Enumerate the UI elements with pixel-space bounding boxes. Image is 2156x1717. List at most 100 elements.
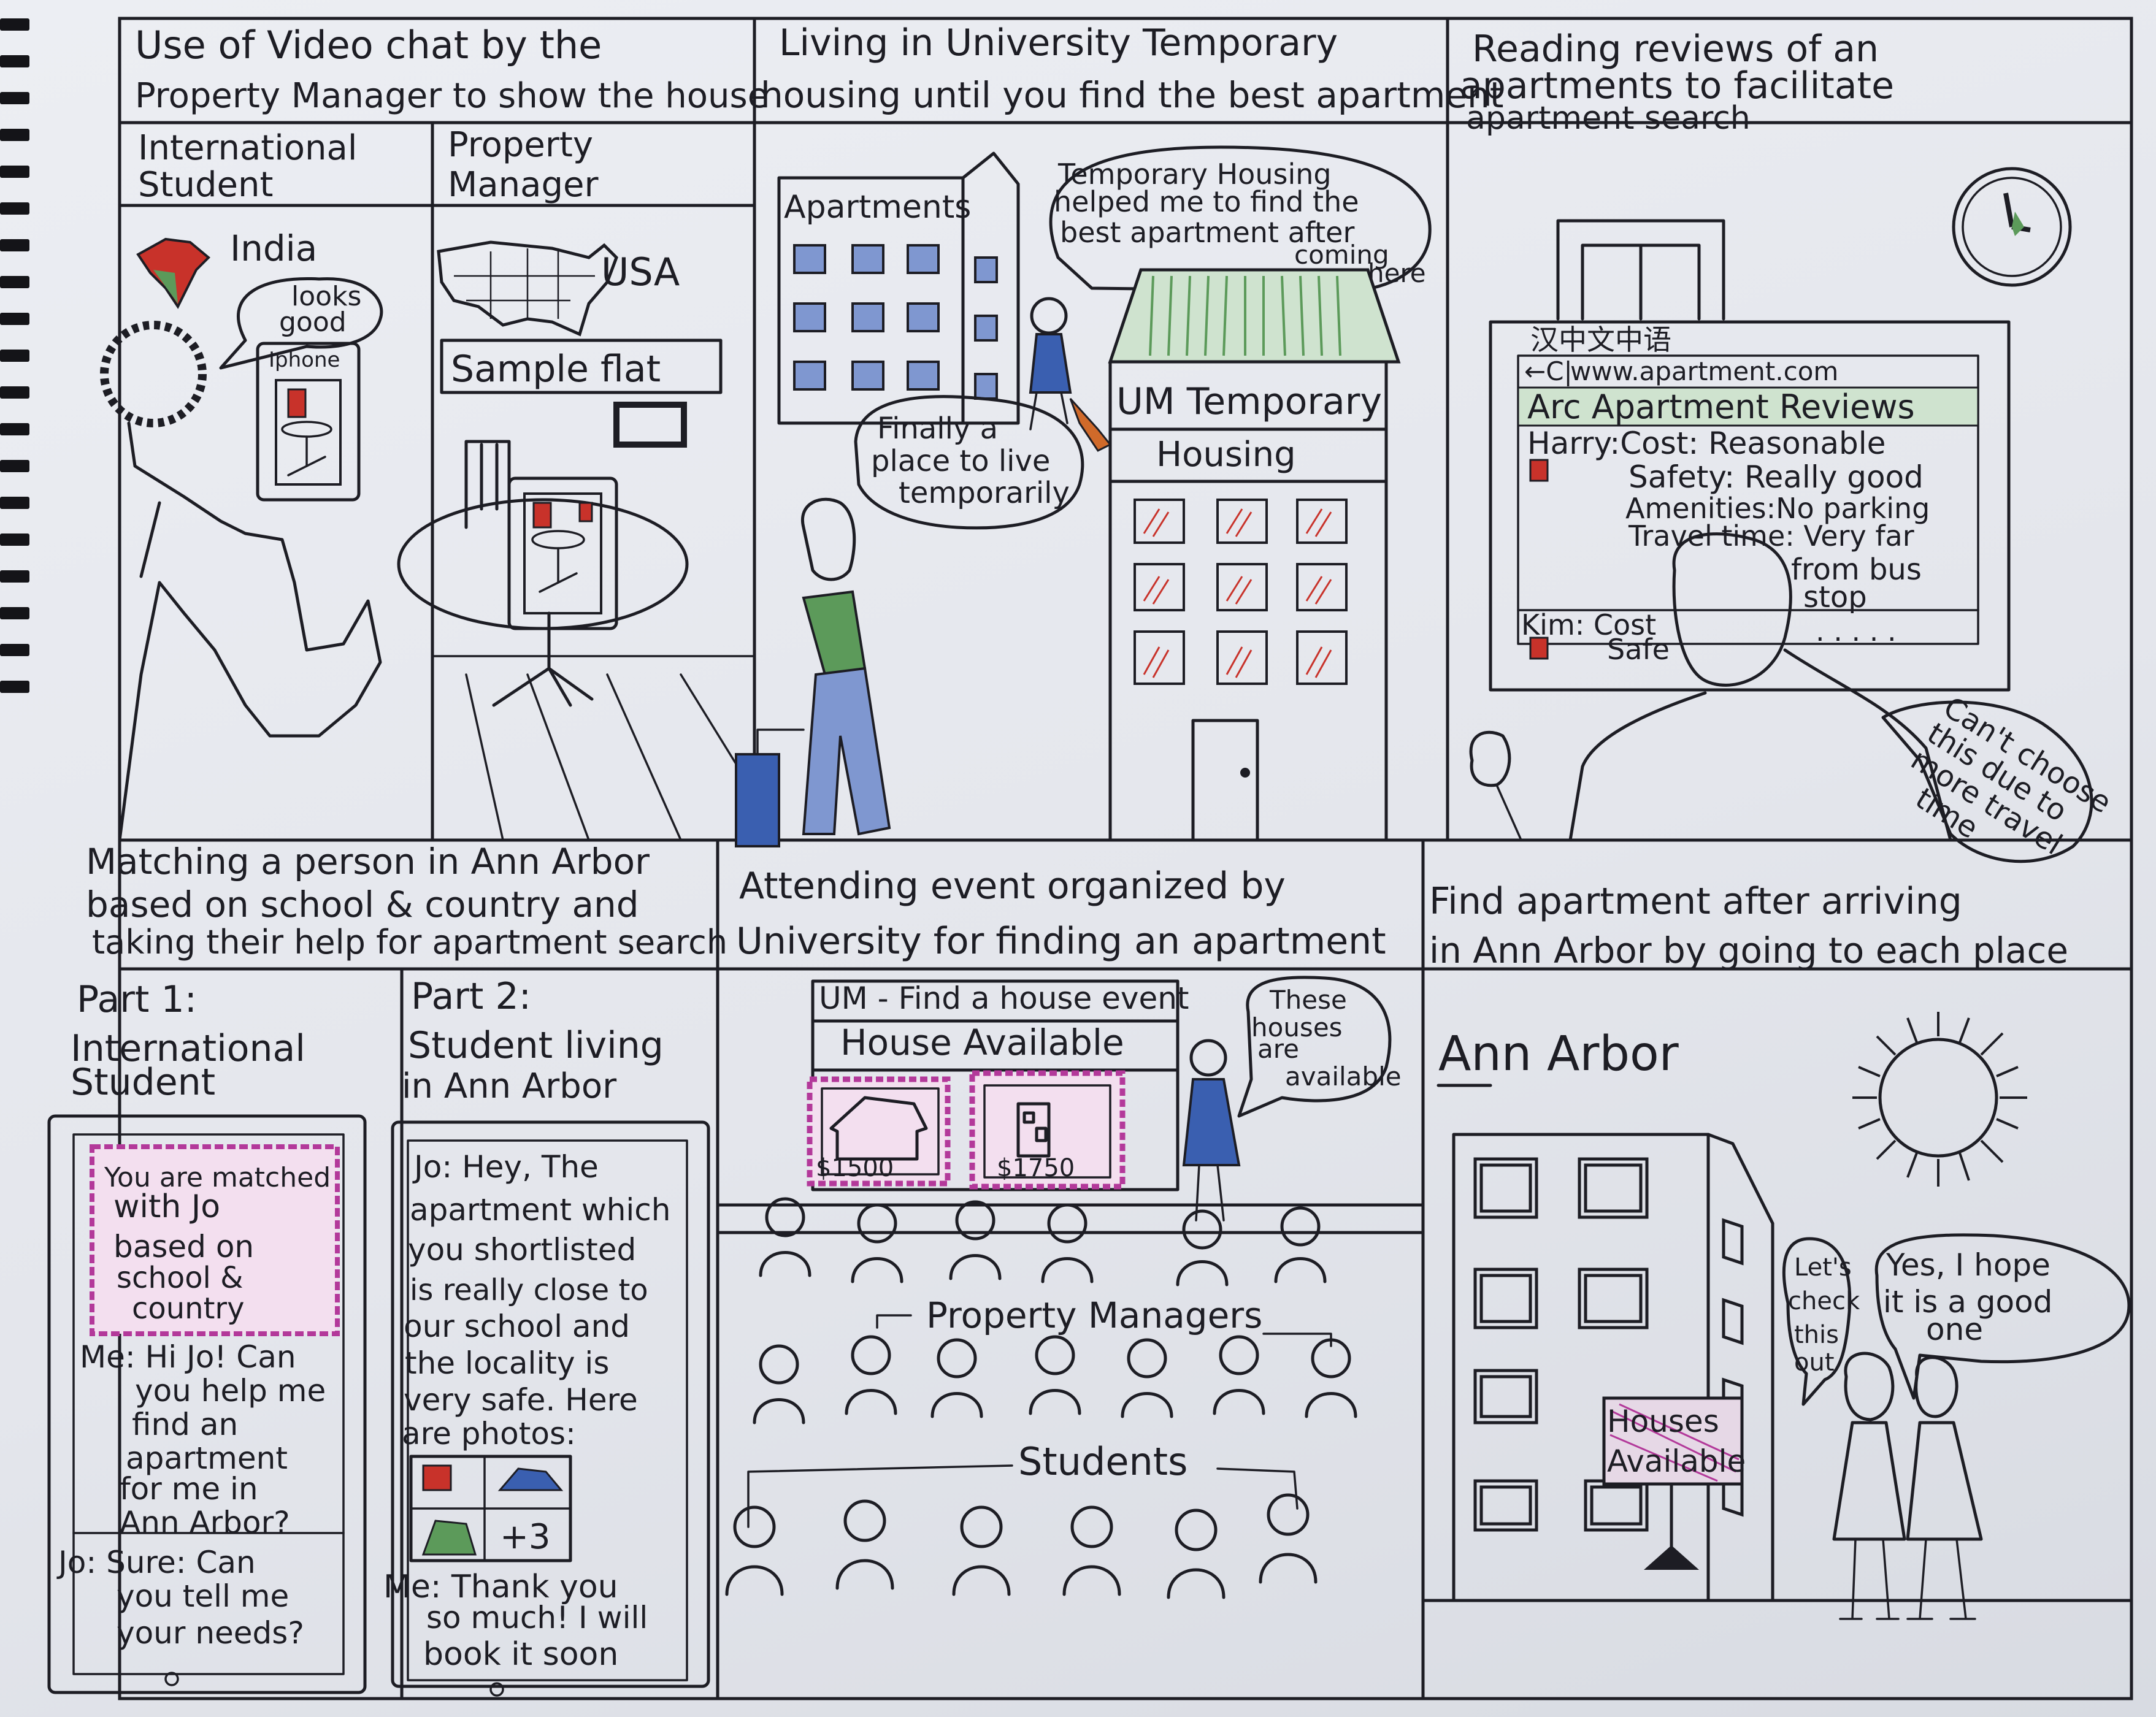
usa-map-icon (437, 240, 618, 337)
man-bubble-line3: temporarily (899, 476, 1070, 510)
more-photos-count: +3 (500, 1517, 551, 1557)
panel2-caption-line1: Living in University Temporary (779, 21, 1338, 64)
spiral-binding (0, 18, 37, 724)
panel6-caption-line2: in Ann Arbor by going to each place (1429, 930, 2068, 971)
price-listing-1: $1500 (816, 1154, 894, 1182)
student-figure (100, 321, 382, 842)
um-building-sign-line1: UM Temporary (1116, 380, 1382, 423)
chat4-line3: book it soon (423, 1636, 618, 1673)
man-bubble-line2: place to live (871, 444, 1050, 478)
houses-available-sign: Houses Available (1602, 1396, 1746, 1570)
chat1-line5: for me in (120, 1471, 258, 1507)
site-url: www.apartment.com (1570, 356, 1838, 386)
manager-header-line1: Property (448, 125, 593, 165)
walking-man (735, 497, 891, 847)
yes-i-hope-bubble (1874, 1233, 2131, 1400)
shared-photos-grid: +3 (409, 1455, 572, 1562)
panel5-caption-line2: University for finding an apartment (736, 920, 1386, 963)
door (1556, 219, 1725, 321)
phone-brand-label: Iphone (269, 348, 340, 372)
cant-choose-bubble (1881, 700, 2093, 863)
yes-i-hope-line1: Yes, I hope (1886, 1247, 2051, 1283)
panel3-caption-line2: apartments to facilitate (1460, 64, 1894, 107)
part1-line2: International (71, 1027, 305, 1070)
apartments-building: Apartments (777, 151, 1020, 425)
presenter-woman (1182, 1039, 1241, 1222)
panel-video-chat: Use of Video chat by the Property Manage… (100, 23, 769, 842)
audience-row-1 (759, 1197, 1327, 1287)
chat3-line7: very safe. Here (404, 1382, 638, 1418)
chat4-line2: so much! I will (426, 1600, 648, 1635)
panel4-caption-line3: taking their help for apartment search (92, 923, 727, 962)
woman-bubble-line4: coming (1294, 240, 1389, 270)
chat3-line1: Jo: Hey, The (412, 1149, 599, 1185)
panel2-caption-line2: housing until you find the best apartmen… (761, 74, 1504, 116)
chat2-line3: your needs? (117, 1615, 304, 1651)
girl-right (1906, 1356, 1983, 1620)
presenter-bubble-line4: available (1285, 1061, 1402, 1092)
part2-line1: Part 2: (411, 975, 531, 1018)
price-listing-2: $1750 (997, 1154, 1075, 1182)
chat1-line6: Ann Arbor? (120, 1505, 290, 1540)
event-title: UM - Find a house event (819, 981, 1189, 1016)
review-monitor: 汉中文中语 ←C| www.apartment.com Arc Apartmen… (1489, 320, 2011, 692)
chat1-line1: Me: Hi Jo! Can (80, 1339, 296, 1375)
lets-check-line3: this (1794, 1321, 1839, 1349)
panel3-caption-line3: apartment search (1466, 100, 1751, 137)
lets-check-line2: check (1788, 1287, 1860, 1315)
review2-ellipsis: . . . . . (1816, 614, 1897, 648)
svg-text:←C|: ←C| (1524, 356, 1573, 386)
floor-lines (431, 655, 756, 841)
yes-i-hope-line2: it is a good (1883, 1284, 2052, 1320)
sun-icon (1852, 1012, 2027, 1187)
manager-header-line2: Manager (448, 165, 599, 205)
students-label: Students (1018, 1439, 1187, 1484)
country-usa: USA (601, 250, 680, 294)
panel6-caption-line1: Find apartment after arriving (1429, 880, 1962, 923)
part1-line3: Student (71, 1061, 215, 1104)
match-line2: with Jo (113, 1188, 220, 1225)
match-line5: country (132, 1291, 245, 1326)
panel3-caption-line1: Reading reviews of an (1472, 28, 1879, 71)
part1-line1: Part 1: (77, 978, 197, 1021)
woman-bubble-line2: helped me to find the (1054, 185, 1359, 218)
student-header-line2: Student (138, 165, 273, 205)
chat1-line2: you help me (135, 1373, 326, 1409)
match-line1: You are matched (104, 1162, 331, 1193)
panel-temporary-housing: Living in University Temporary housing u… (735, 21, 1504, 847)
looks-good-line2: good (279, 307, 347, 338)
part2-line2: Student living (408, 1024, 664, 1067)
man-bubble-line1: Finally a (877, 411, 998, 446)
review1-line2: Safety: Really good (1629, 459, 1924, 495)
review2-line2: Safe (1607, 633, 1670, 666)
review1-line6: stop (1803, 580, 1867, 614)
country-india: India (230, 228, 317, 269)
house-available-label: House Available (840, 1022, 1124, 1063)
presenter-bubble-line2: houses (1251, 1012, 1343, 1042)
girl-left (1832, 1352, 1906, 1620)
student-phone-chat: You are matched with Jo based on school … (47, 1114, 367, 1694)
woman-bubble (1049, 145, 1432, 293)
match-line3: based on (113, 1229, 254, 1264)
city-name: Ann Arbor (1438, 1027, 1679, 1082)
man-bubble (854, 395, 1084, 530)
panel-university-event: Attending event organized by University … (716, 865, 1425, 1599)
chat2-line2: you tell me (117, 1578, 289, 1614)
chat4-line1: Me: Thank you (383, 1569, 618, 1605)
panel5-caption-line1: Attending event organized by (739, 865, 1286, 908)
looks-good-line1: looks (291, 281, 361, 312)
woman-bubble-line5: here (1368, 258, 1426, 288)
panel4-caption-line1: Matching a person in Ann Arbor (86, 841, 650, 882)
panel4-caption-line2: based on school & country and (86, 884, 639, 925)
review1-line3: Amenities:No parking (1625, 492, 1930, 525)
chat1-line4: apartment (126, 1440, 288, 1476)
lets-check-line1: Let's (1794, 1253, 1852, 1282)
panel-matching: Matching a person in Ann Arbor based on … (47, 841, 727, 1700)
audience-row-2 (753, 1335, 1357, 1424)
audience-row-3 (725, 1493, 1318, 1599)
woman-bubble-line1: Temporary Housing (1057, 158, 1332, 191)
manager-phone (507, 476, 618, 630)
chat3-line8: are photos: (402, 1416, 576, 1451)
property-managers-label: Property Managers (926, 1294, 1262, 1336)
